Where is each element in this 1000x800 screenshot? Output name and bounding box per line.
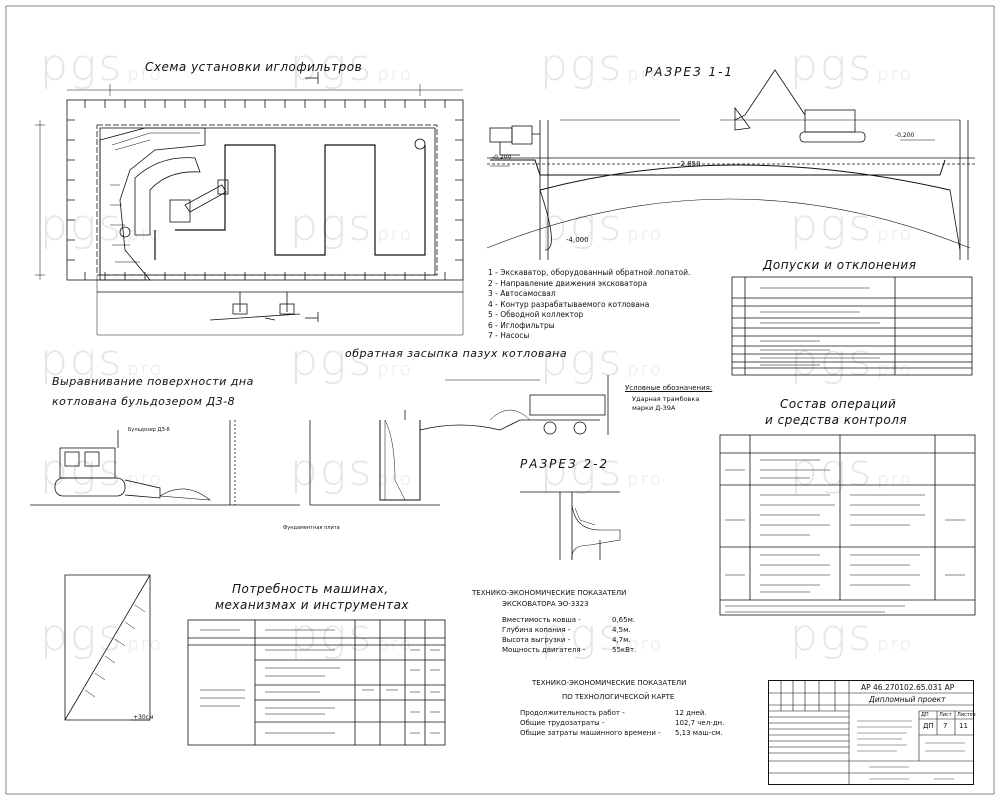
title-machines-1: Потребность машинах,: [232, 582, 389, 596]
title-wellpoint-scheme: Схема установки иглофильтров: [145, 60, 363, 74]
foundation-label: Фундаментная плита: [283, 525, 340, 531]
symbols-heading: Условные обозначения:: [625, 384, 713, 392]
excavator-tep-rows: Вместимость ковша -0,65м. Глубина копани…: [502, 616, 637, 654]
title-block: АР 46.270102.65.031 АР Дипломный проект …: [768, 680, 976, 785]
title-block-grid: [769, 681, 973, 784]
legend-item: 2 - Направление движения эксковатора: [488, 278, 648, 288]
legend-item: 5 - Обводной коллектор: [488, 310, 584, 319]
title-section-1-1: РАЗРЕЗ 1-1: [645, 65, 735, 79]
stage-label: ДП: [921, 712, 929, 718]
legend-item: 1 - Экскаватор, оборудованный обратной л…: [488, 268, 691, 277]
sheet-number: 7: [943, 722, 948, 730]
tech-tep-rows: Продолжительность работ -12 дней. Общие …: [520, 709, 725, 737]
level-mark: -4,000: [566, 236, 589, 244]
stage-value: ДП: [923, 722, 934, 730]
legend-item: 6 - Иглофильтры: [488, 320, 555, 330]
tech-tep-heading-1: ТЕХНИКО-ЭКОНОМИЧЕСКИЕ ПОКАЗАТЕЛИ: [532, 679, 687, 687]
title-operations-2: и средства контроля: [765, 413, 908, 427]
title-tolerances: Допуски и отклонения: [763, 258, 917, 272]
legend-item: 4 - Контур разрабатываемого котлована: [488, 299, 650, 309]
title-leveling-2: котлована бульдозером ДЗ-8: [52, 395, 236, 408]
title-machines-2: механизмах и инструментах: [215, 598, 410, 612]
sheets-label: Листов: [957, 712, 976, 718]
legend-item: 3 - Автосамосвал: [488, 289, 556, 298]
title-operations-1: Состав операций: [780, 397, 897, 411]
symbols-item-1: Ударная трамбовка: [632, 395, 700, 403]
level-mark: -2,850: [678, 160, 701, 168]
tech-tep-heading-2: ПО ТЕХНОЛОГИЧЕСКОЙ КАРТЕ: [562, 693, 675, 701]
wellpoint-outline: [66, 99, 464, 281]
title-leveling-1: Выравнивание поверхности дна: [52, 375, 254, 388]
title-section-2-2: РАЗРЕЗ 2-2: [520, 457, 610, 471]
symbols-item-2: марки Д-39А: [632, 404, 676, 412]
bulldozer-label: Бульдозер ДЗ-8: [128, 427, 170, 433]
legend: 1 - Экскаватор, оборудованный обратной л…: [488, 268, 690, 342]
project-type: Дипломный проект: [869, 695, 946, 704]
title-backfill: обратная засыпка пазух котлована: [345, 347, 568, 360]
drawing-code: АР 46.270102.65.031 АР: [861, 683, 955, 692]
level-mark: -0,200: [895, 132, 915, 139]
excavator-tep-heading-2: ЭКСКОВАТОРА ЭО-3323: [502, 600, 589, 608]
level-mark: +30см: [133, 714, 154, 721]
sheets-total: 11: [959, 722, 968, 730]
level-mark: -0,200: [492, 154, 512, 161]
excavator-tep-heading-1: ТЕХНИКО-ЭКОНОМИЧЕСКИЕ ПОКАЗАТЕЛИ: [472, 589, 627, 597]
sheet-label: Лист: [939, 712, 952, 718]
legend-item: 7 - Насосы: [488, 331, 530, 340]
